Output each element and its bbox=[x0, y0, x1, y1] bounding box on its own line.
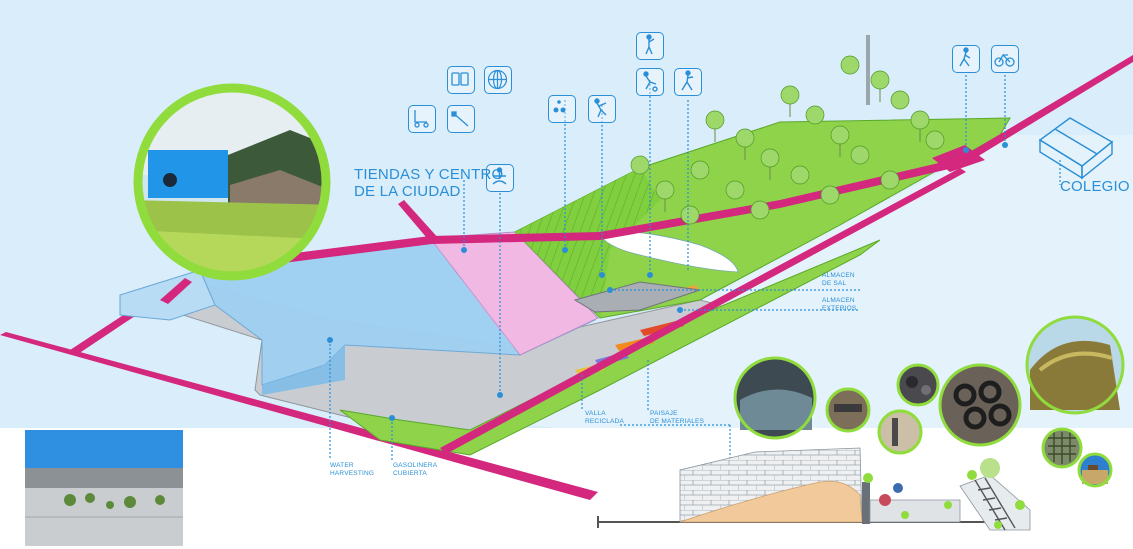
photo-circle-path bbox=[877, 409, 923, 455]
photo-circle-tires bbox=[938, 363, 1022, 447]
label-gasolinera-line2: CUBIERTA bbox=[393, 470, 427, 477]
juggling-icon bbox=[548, 95, 576, 123]
label-tiendas-line2: DE LA CIUDAD bbox=[354, 183, 461, 200]
striped-slope bbox=[515, 168, 660, 318]
lamp-post bbox=[866, 35, 870, 105]
soccer-icon bbox=[636, 68, 664, 96]
photo-circle-ring bbox=[133, 83, 331, 281]
green-wedge bbox=[339, 239, 881, 456]
leader-dots bbox=[327, 142, 1008, 495]
photo-circle-debris bbox=[896, 363, 940, 407]
label-tiendas: TIENDAS Y CENTRO DE LA CIUDAD bbox=[354, 166, 503, 200]
photo-circle-bench bbox=[1077, 452, 1113, 488]
label-water-line2: HARVESTING bbox=[330, 470, 375, 477]
label-gasolinera: GASOLINERA CUBIERTA bbox=[393, 462, 437, 478]
label-valla-line2: RECICLADA bbox=[585, 418, 625, 425]
magenta-road-bottom bbox=[0, 332, 598, 500]
label-paisaje-line2: DE MATERIALES bbox=[650, 418, 705, 425]
magenta-plaza bbox=[932, 145, 985, 172]
magenta-left-edge bbox=[160, 278, 192, 304]
skate-icon bbox=[408, 105, 436, 133]
pond bbox=[597, 230, 739, 273]
magenta-path-lower bbox=[440, 168, 966, 454]
label-paisaje: PAISAJE DE MATERIALES bbox=[650, 410, 704, 426]
label-colegio: COLEGIO bbox=[1060, 178, 1130, 195]
label-paisaje-line1: PAISAJE bbox=[650, 410, 678, 417]
pink-roof-side bbox=[430, 238, 520, 355]
photo-circle-building bbox=[138, 88, 326, 276]
label-almacen-sal-line2: DE SAL bbox=[822, 280, 847, 287]
shopping-carts-icon bbox=[447, 66, 475, 94]
gymnastics-icon bbox=[674, 68, 702, 96]
cycling-icon bbox=[991, 45, 1019, 73]
yoga-icon bbox=[486, 164, 514, 192]
water-side bbox=[262, 340, 345, 395]
walking-icon bbox=[952, 45, 980, 73]
climbing-icon bbox=[447, 105, 475, 133]
label-valla-line1: VALLA bbox=[585, 410, 606, 417]
label-gasolinera-line1: GASOLINERA bbox=[393, 462, 438, 469]
photo-circle-drain bbox=[825, 387, 871, 433]
photo-circle-water bbox=[733, 356, 817, 440]
leader-lines bbox=[329, 75, 1061, 492]
label-almacen-ext-line1: ALMACEN bbox=[822, 297, 855, 304]
dome-icon bbox=[484, 66, 512, 94]
label-water-line1: WATER bbox=[330, 462, 354, 469]
label-tiendas-line1: TIENDAS Y CENTRO bbox=[354, 166, 504, 183]
photo-circle-gabion bbox=[1041, 427, 1083, 469]
hiking-icon bbox=[636, 32, 664, 60]
label-almacen-sal-line1: ALMACEN bbox=[822, 272, 855, 279]
tree-trunks bbox=[664, 89, 921, 212]
label-almacen-ext-line2: EXTERIOS bbox=[822, 305, 857, 312]
label-water: WATER HARVESTING bbox=[330, 462, 374, 478]
tree-orchard bbox=[630, 55, 945, 225]
wall-photo bbox=[25, 430, 183, 546]
magenta-spur bbox=[398, 200, 440, 244]
colegio-building bbox=[1038, 117, 1114, 180]
tennis-icon bbox=[588, 95, 616, 123]
label-almacen-ext: ALMACEN EXTERIOS bbox=[822, 297, 856, 313]
salt-store bbox=[573, 281, 701, 313]
photo-circle-slope bbox=[1025, 315, 1125, 415]
label-almacen-sal: ALMACEN DE SAL bbox=[822, 272, 855, 288]
label-valla: VALLA RECICLADA bbox=[585, 410, 624, 426]
section-drawing bbox=[597, 447, 1031, 531]
